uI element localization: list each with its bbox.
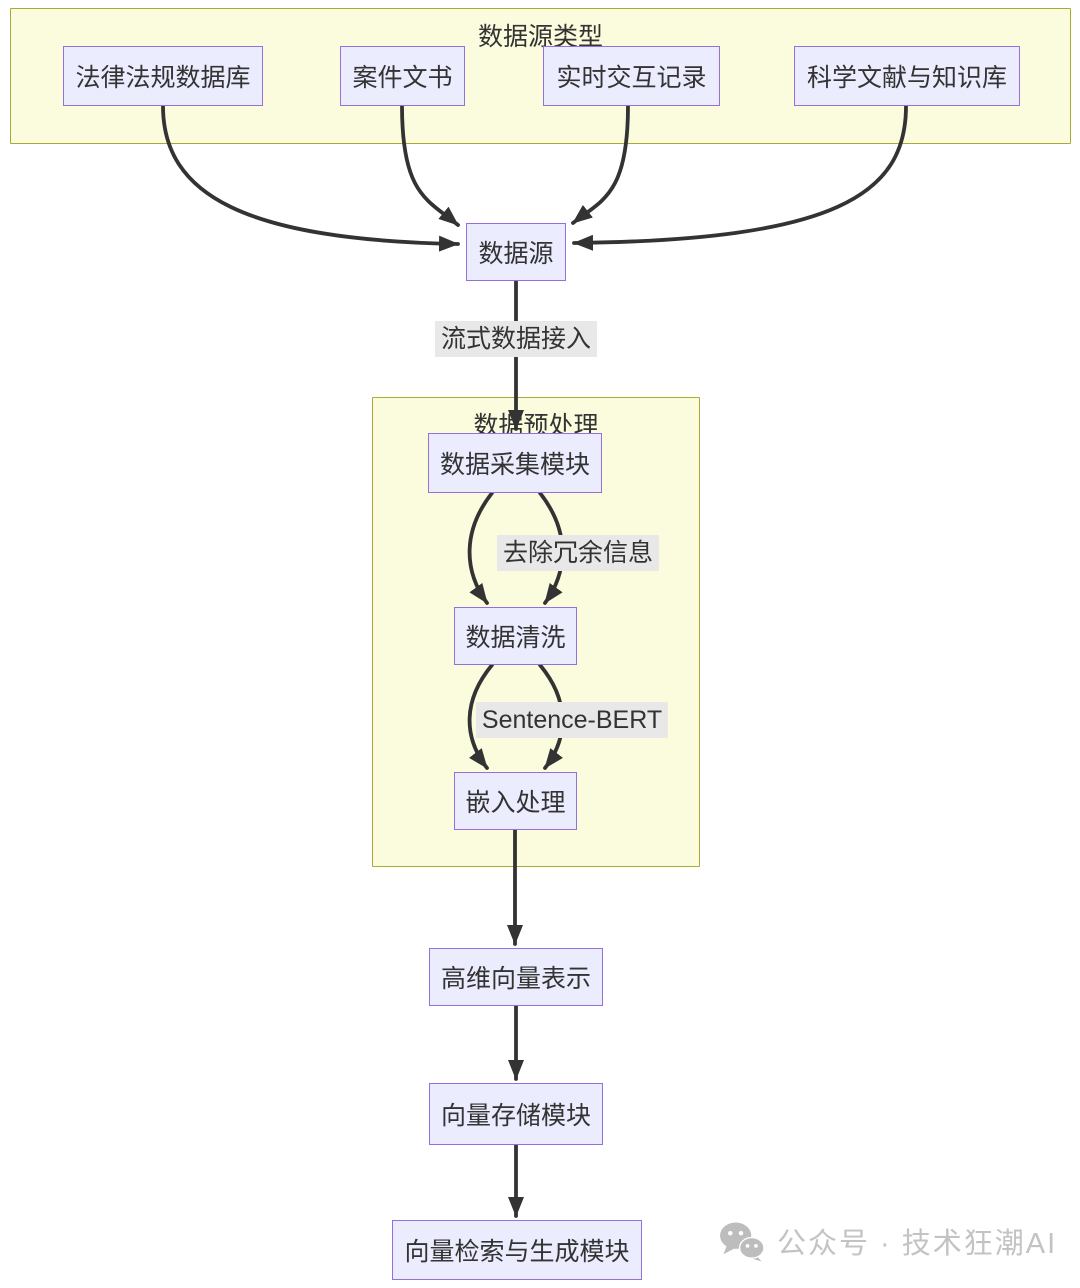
edge-label-streaming: 流式数据接入 bbox=[434, 321, 598, 357]
node-embed-process: 嵌入处理 bbox=[454, 772, 577, 830]
node-legal-db: 法律法规数据库 bbox=[63, 46, 263, 106]
watermark: 公众号 · 技术狂潮AI bbox=[718, 1220, 1057, 1262]
node-realtime-logs: 实时交互记录 bbox=[543, 46, 720, 106]
wechat-icon bbox=[720, 1221, 765, 1262]
node-vector-repr: 高维向量表示 bbox=[429, 948, 603, 1006]
edge-case-docs-to-data-source bbox=[400, 104, 460, 227]
edge-realtime-logs-to-data-source bbox=[571, 104, 630, 225]
node-data-source: 数据源 bbox=[466, 223, 566, 281]
edge-label-sbert: Sentence-BERT bbox=[475, 702, 669, 738]
node-vector-retrieve: 向量检索与生成模块 bbox=[392, 1220, 642, 1280]
edge-collect-to-clean-left bbox=[467, 491, 494, 605]
node-data-clean: 数据清洗 bbox=[454, 607, 577, 665]
watermark-text: 公众号 · 技术狂潮AI bbox=[777, 1228, 1058, 1260]
node-sci-knowledge: 科学文献与知识库 bbox=[794, 46, 1020, 106]
edge-legal-db-to-data-source bbox=[161, 104, 460, 252]
edge-clean-to-embed-left bbox=[467, 663, 494, 770]
edge-sci-knowledge-to-data-source bbox=[572, 104, 908, 251]
node-collect-module: 数据采集模块 bbox=[428, 433, 602, 493]
edge-label-dedup: 去除冗余信息 bbox=[496, 535, 660, 571]
node-case-docs: 案件文书 bbox=[340, 46, 465, 106]
node-vector-store: 向量存储模块 bbox=[429, 1083, 603, 1145]
